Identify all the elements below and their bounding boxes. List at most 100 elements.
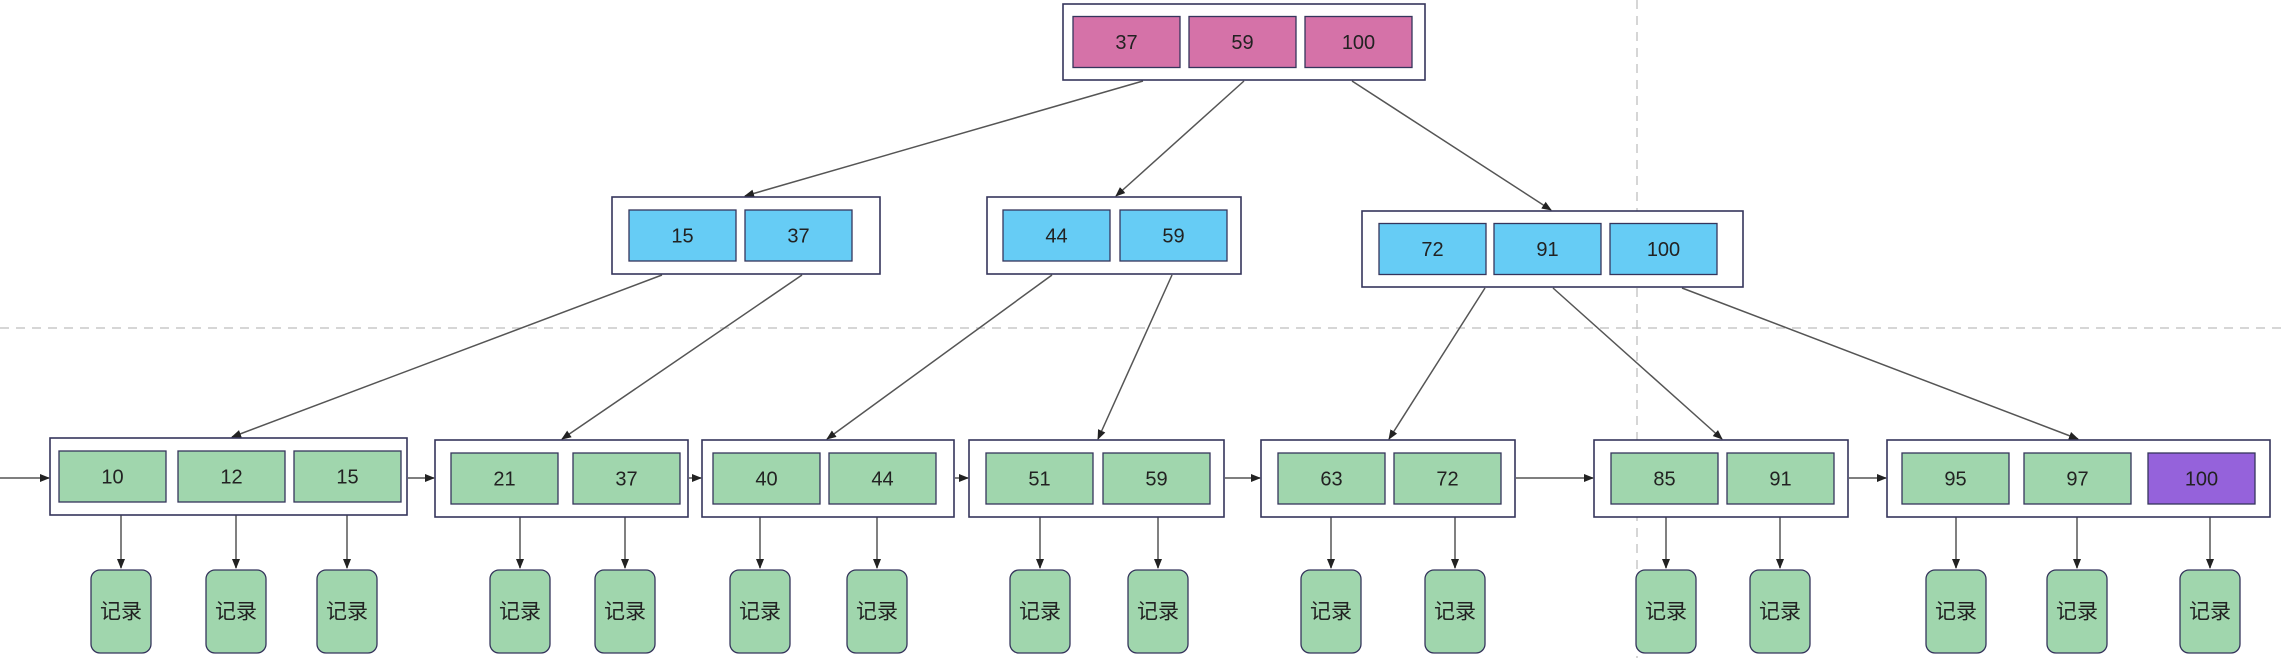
- key-cell: [2023, 452, 2132, 505]
- key-cell: [1102, 452, 1211, 505]
- key-cell: [628, 209, 737, 262]
- key-cell: [572, 452, 681, 505]
- record-label: 记录: [1759, 601, 1801, 624]
- key-cell: [744, 209, 853, 262]
- record-label: 记录: [326, 601, 368, 624]
- key-cell: [1609, 222, 1718, 276]
- key-cell: [1188, 15, 1297, 69]
- pointer-arrow: [1115, 80, 1245, 197]
- record-box: 记录: [316, 569, 378, 654]
- key-label: 91: [1536, 239, 1558, 261]
- key-label: 59: [1162, 226, 1184, 248]
- key-cell: [1901, 452, 2010, 505]
- record-shape: [316, 569, 378, 654]
- record-label: 记录: [2189, 601, 2231, 624]
- key-label: 37: [1115, 32, 1137, 54]
- key-cell: [1393, 452, 1502, 505]
- pointer-arrow: [826, 274, 1053, 440]
- key-label: 59: [1231, 32, 1253, 54]
- key-label: 44: [1045, 226, 1067, 248]
- key-label: 40: [755, 469, 777, 491]
- leaf-node-3: 40 44: [701, 439, 955, 518]
- record-box: 记录: [729, 569, 791, 654]
- record-box: 记录: [1300, 569, 1362, 654]
- pointer-arrow: [561, 274, 803, 440]
- record-box: 记录: [2046, 569, 2108, 654]
- key-cell: [450, 452, 559, 505]
- record-shape: [1127, 569, 1189, 654]
- key-cell: [1304, 15, 1413, 69]
- key-label: 21: [493, 469, 515, 491]
- key-cell: [177, 450, 286, 503]
- record-label: 记录: [1645, 601, 1687, 624]
- leaf-node-5: 63 72: [1260, 439, 1516, 518]
- record-label: 记录: [1935, 601, 1977, 624]
- key-cell: [712, 452, 821, 505]
- record-label: 记录: [1019, 601, 1061, 624]
- key-cell: [1378, 222, 1487, 276]
- key-label: 95: [1944, 469, 1966, 491]
- key-label: 37: [787, 226, 809, 248]
- record-shape: [846, 569, 908, 654]
- key-cell: [985, 452, 1094, 505]
- record-shape: [1300, 569, 1362, 654]
- record-box: 记录: [205, 569, 267, 654]
- record-label: 记录: [215, 601, 257, 624]
- key-label: 100: [1647, 239, 1680, 261]
- key-cell: [1002, 209, 1111, 262]
- key-label: 72: [1421, 239, 1443, 261]
- record-box: 记录: [1925, 569, 1987, 654]
- record-label: 记录: [1434, 601, 1476, 624]
- pointer-arrow: [231, 274, 663, 438]
- key-cell: [58, 450, 167, 503]
- key-cell: [293, 450, 402, 503]
- record-label: 记录: [100, 601, 142, 624]
- key-label: 15: [336, 467, 358, 489]
- key-label: 51: [1028, 469, 1050, 491]
- key-label: 59: [1145, 469, 1167, 491]
- key-cell: [1610, 452, 1719, 505]
- record-shape: [1424, 569, 1486, 654]
- key-label: 15: [671, 226, 693, 248]
- key-label: 37: [615, 469, 637, 491]
- key-label: 44: [871, 469, 893, 491]
- record-box: 记录: [90, 569, 152, 654]
- record-box: 记录: [1749, 569, 1811, 654]
- key-label: 72: [1436, 469, 1458, 491]
- key-cell: [828, 452, 937, 505]
- key-label: 91: [1769, 469, 1791, 491]
- key-cell: [1119, 209, 1228, 262]
- key-cell: [1726, 452, 1835, 505]
- root-node: 37 59 100: [1062, 3, 1426, 81]
- key-label: 63: [1320, 469, 1342, 491]
- record-shape: [729, 569, 791, 654]
- record-label: 记录: [604, 601, 646, 624]
- record-label: 记录: [2056, 601, 2098, 624]
- key-label: 97: [2066, 469, 2088, 491]
- record-box: 记录: [2179, 569, 2241, 654]
- record-box: 记录: [1127, 569, 1189, 654]
- record-shape: [489, 569, 551, 654]
- record-shape: [1635, 569, 1697, 654]
- pointer-arrow: [1388, 287, 1486, 440]
- record-shape: [1009, 569, 1071, 654]
- record-shape: [2046, 569, 2108, 654]
- key-cell: [1277, 452, 1386, 505]
- record-label: 记录: [856, 601, 898, 624]
- leaf-node-7: 95 97 100: [1886, 439, 2271, 518]
- record-shape: [205, 569, 267, 654]
- record-label: 记录: [499, 601, 541, 624]
- record-shape: [90, 569, 152, 654]
- leaf-node-2: 21 37: [434, 439, 689, 518]
- pointer-arrow: [1097, 274, 1173, 440]
- record-label: 记录: [1137, 601, 1179, 624]
- internal-node-3: 72 91 100: [1361, 210, 1744, 288]
- record-shape: [1749, 569, 1811, 654]
- key-label: 100: [1342, 32, 1375, 54]
- key-label: 12: [220, 467, 242, 489]
- key-label: 100: [2185, 469, 2218, 491]
